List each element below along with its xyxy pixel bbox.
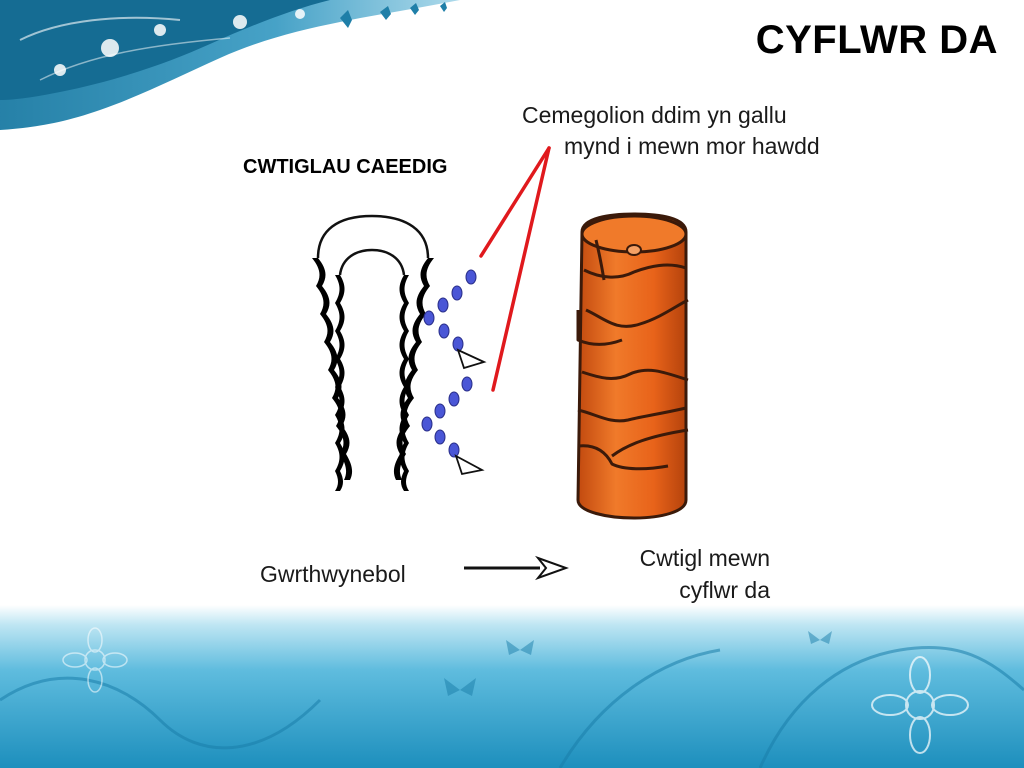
transition-arrow (464, 555, 569, 581)
flower-icon (871, 656, 969, 754)
diagram-subtitle: CWTIGLAU CAEEDIG (243, 156, 448, 178)
deflection-arrowheads (454, 348, 487, 476)
bottom-floral-decoration (0, 605, 1024, 768)
top-floral-decoration (0, 0, 460, 130)
closed-cuticle-hair-illustration (312, 214, 434, 491)
good-condition-line1: Cwtigl mewn (639, 545, 770, 571)
healthy-hair-shaft-illustration (576, 212, 689, 520)
good-condition-label: Cwtigl mewn cyflwr da (600, 542, 770, 606)
chemical-molecules (421, 269, 477, 458)
slide-title: CYFLWR DA (755, 18, 998, 62)
red-pointer-lines (479, 146, 551, 392)
chemical-callout-line2: mynd i mewn mor hawdd (564, 133, 820, 159)
butterfly-icon (444, 631, 832, 696)
good-condition-line2: cyflwr da (679, 577, 770, 603)
chemical-callout: Cemegolion ddim yn gallu mynd i mewn mor… (522, 100, 902, 162)
resistant-label: Gwrthwynebol (260, 561, 406, 587)
chemical-callout-line1: Cemegolion ddim yn gallu (522, 102, 787, 128)
